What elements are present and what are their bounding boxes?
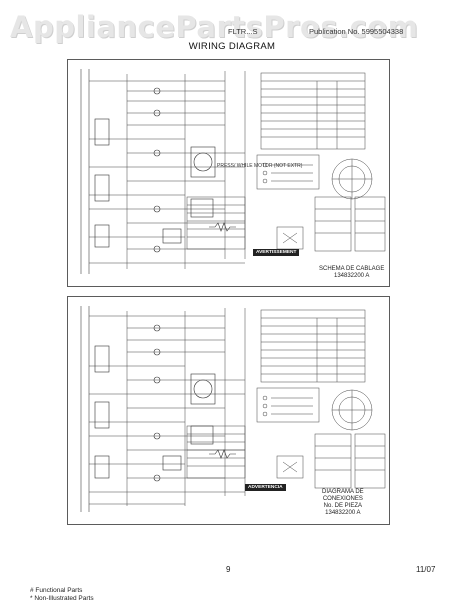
warning-heading-es: ADVERTENCIA xyxy=(245,484,286,491)
revision-date: 11/07 xyxy=(416,565,436,574)
upper-schematic xyxy=(67,59,390,287)
footnote-non-illustrated: * Non-Illustrated Parts xyxy=(30,595,94,602)
schema-title-es-1: DIAGRAMA DE xyxy=(322,489,364,495)
schema-part-es: 134832200 A xyxy=(325,510,361,516)
schema-title-fr: SCHEMA DE CABLAGE xyxy=(319,266,385,272)
schema-part-fr: 134832200 A xyxy=(333,273,370,279)
schema-title-es-2: CONEXIONES xyxy=(322,496,363,502)
schema-title-es-3: No. DE PIEZA xyxy=(323,503,363,509)
schema-label-es: DIAGRAMA DE CONEXIONES No. DE PIEZA 1348… xyxy=(322,489,364,517)
upper-wiring-diagram: PRESS/ WHILE MOTOR (NOT EXTR) AVERTISSEM… xyxy=(67,59,390,287)
phase-note: PRESS/ WHILE MOTOR (NOT EXTR) xyxy=(217,163,303,169)
watermark-banner: AppliancePartsPros.com FLTR...S Publicat… xyxy=(0,0,464,52)
lower-schematic xyxy=(67,296,390,525)
lower-wiring-diagram: ADVERTENCIA DIAGRAMA DE CONEXIONES No. D… xyxy=(67,296,390,525)
publication-number: Publication No. 5995504338 xyxy=(309,27,404,36)
page-title: WIRING DIAGRAM xyxy=(188,41,276,52)
page-number: 9 xyxy=(226,565,231,574)
warning-heading-fr: AVERTISSEMENT xyxy=(253,249,300,256)
footnote-functional: # Functional Parts xyxy=(30,587,83,594)
schema-label-fr: SCHEMA DE CABLAGE 134832200 A xyxy=(319,266,384,280)
footnotes: # Functional Parts * Non-Illustrated Par… xyxy=(30,587,94,603)
watermark-text: AppliancePartsPros.com xyxy=(10,10,419,44)
model-number: FLTR...S xyxy=(228,27,258,36)
